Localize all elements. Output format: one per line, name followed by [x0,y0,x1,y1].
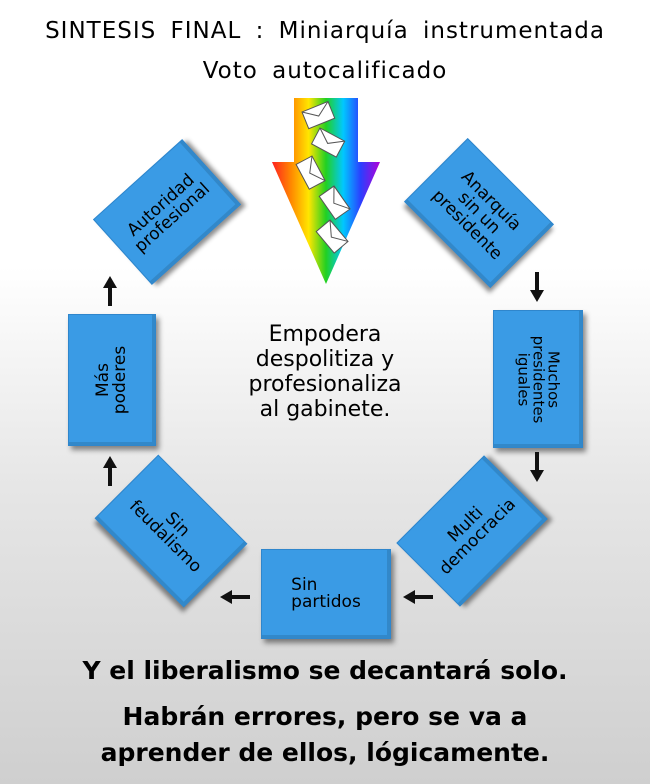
arrow-up-icon [103,456,117,486]
box-autoridad-profesional: Autoridad profesional [92,139,242,285]
center-text: Empodera despolitiza y profesionaliza al… [248,322,402,422]
box-anarquia: Anarquía sin un presidente [404,138,554,288]
box-mas-poderes: Más poderes [68,314,156,446]
rainbow-down-arrow-icon [272,98,380,284]
envelope-icon [310,127,346,158]
box-muchos-presidentes: Muchos presidentes iguales [493,310,583,448]
envelope-icon [301,100,336,130]
box-autoridad-profesional-label: Autoridad profesional [123,170,215,257]
box-multi-democracia-label: Multi democracia [435,494,520,579]
arrow-left-icon [220,590,250,604]
conclusion-line-1: Y el liberalismo se decantará solo. [82,656,568,685]
arrow-up-icon [103,276,117,306]
box-muchos-presidentes-label: Muchos presidentes iguales [514,335,563,423]
envelope-icon [295,155,326,190]
box-sin-partidos-label: Sin partidos [291,575,361,612]
box-sin-partidos: Sin partidos [261,549,391,639]
box-sin-feudalismo-label: Sin feudalismo [125,496,206,577]
arrow-down-icon [530,272,544,302]
conclusion-line-3: aprender de ellos, lógicamente. [100,738,550,767]
arrow-left-icon [403,590,433,604]
box-mas-poderes-label: Más poderes [93,345,130,415]
box-multi-democracia: Multi democracia [396,455,548,607]
conclusion-line-2: Habrán errores, pero se va a [122,702,528,731]
box-sin-feudalismo: Sin feudalismo [94,454,248,608]
box-anarquia-label: Anarquía sin un presidente [428,166,526,264]
envelope-icon [318,185,351,220]
envelope-icon [315,219,349,254]
diagram-title: SINTESIS FINAL : Miniarquía instrumentad… [45,18,605,44]
arrow-down-icon [530,452,544,482]
diagram-subtitle: Voto autocalificado [202,58,448,84]
